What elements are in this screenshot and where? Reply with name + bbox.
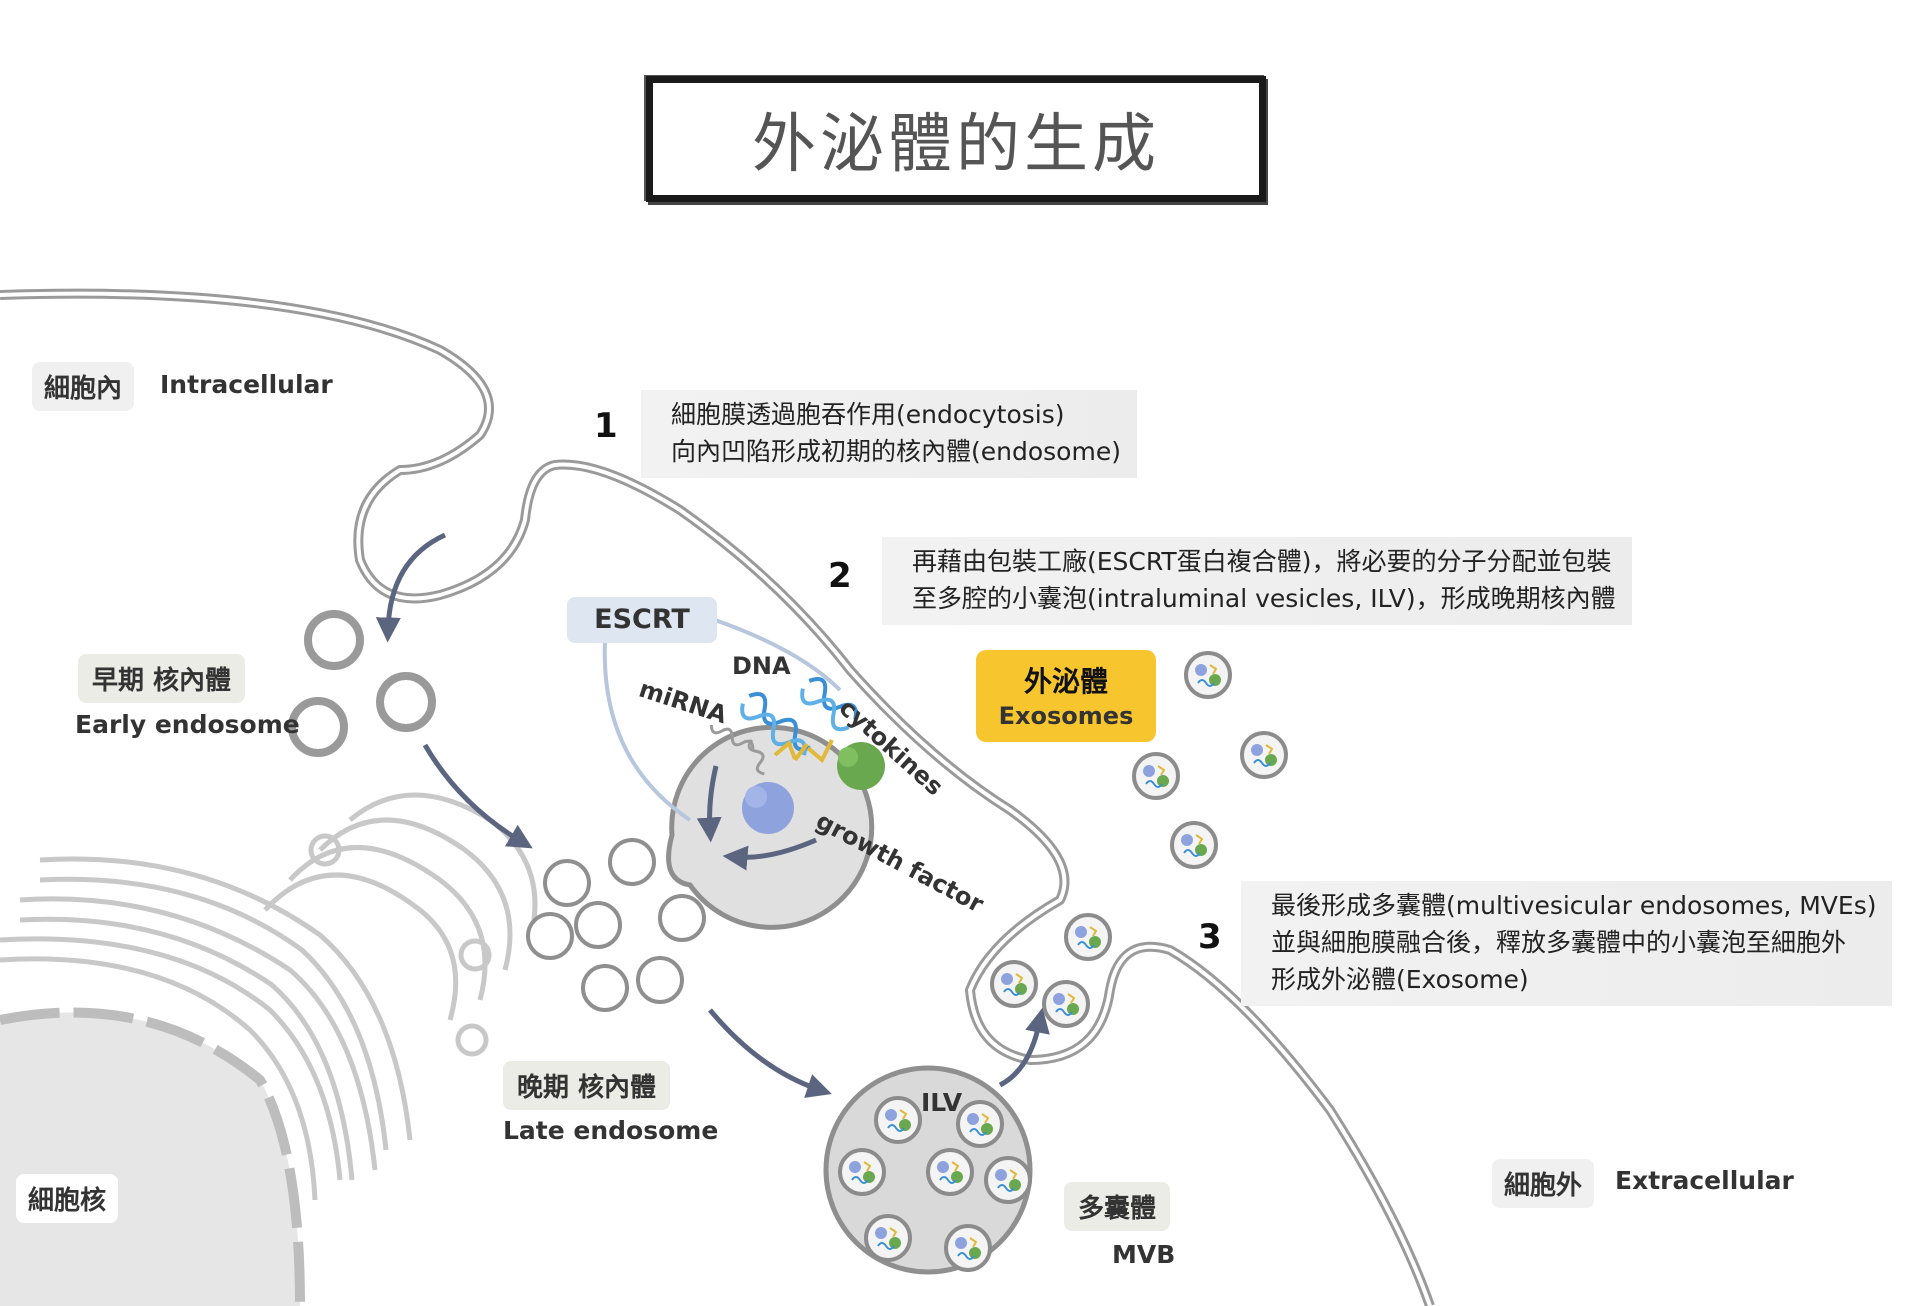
late-endosome xyxy=(528,727,872,1010)
late-endosome-zh-label: 晚期 核內體 xyxy=(503,1061,670,1110)
ilv-label: ILV xyxy=(921,1088,962,1117)
intracellular-en-label: Intracellular xyxy=(160,370,333,399)
step-3-line-1: 最後形成多囊體(multivesicular endosomes, MVEs) xyxy=(1271,887,1876,924)
step-2-line-1: 再藉由包裝工廠(ESCRT蛋白複合體)，將必要的分子分配並包裝 xyxy=(912,543,1616,580)
early-endosome-vesicles xyxy=(292,614,432,753)
step-3-line-2: 並與細胞膜融合後，釋放多囊體中的小囊泡至細胞外 xyxy=(1271,924,1876,961)
exosomes-zh-label: 外泌體 xyxy=(976,660,1156,700)
title-box: 外泌體的生成 xyxy=(646,76,1266,202)
step-2-description: 再藉由包裝工廠(ESCRT蛋白複合體)，將必要的分子分配並包裝 至多腔的小囊泡(… xyxy=(882,537,1632,625)
step-1-line-2: 向內凹陷形成初期的核內體(endosome) xyxy=(671,433,1121,470)
page-title: 外泌體的生成 xyxy=(752,93,1160,185)
early-endosome-en-label: Early endosome xyxy=(75,710,300,739)
step-3-number: 3 xyxy=(1198,917,1222,957)
step-3-line-3: 形成外泌體(Exosome) xyxy=(1271,961,1876,998)
extracellular-en-label: Extracellular xyxy=(1615,1166,1794,1195)
step-1-line-1: 細胞膜透過胞吞作用(endocytosis) xyxy=(671,396,1121,433)
dna-label: DNA xyxy=(732,652,791,680)
intracellular-zh-label: 細胞內 xyxy=(32,362,134,411)
exosomes-en-label: Exosomes xyxy=(976,702,1156,730)
step-2-number: 2 xyxy=(828,556,852,596)
nucleus xyxy=(0,1013,300,1306)
step-2-line-2: 至多腔的小囊泡(intraluminal vesicles, ILV)，形成晚期… xyxy=(912,580,1616,617)
mvb-en-label: MVB xyxy=(1112,1240,1175,1269)
early-endosome-zh-label: 早期 核內體 xyxy=(78,654,245,703)
late-endosome-en-label: Late endosome xyxy=(503,1116,718,1145)
step-1-number: 1 xyxy=(594,406,618,446)
escrt-label: ESCRT xyxy=(567,597,717,643)
nucleus-label: 細胞核 xyxy=(16,1174,118,1223)
mvb-zh-label: 多囊體 xyxy=(1064,1182,1170,1231)
exosomes-badge: 外泌體 Exosomes xyxy=(976,650,1156,742)
step-3-description: 最後形成多囊體(multivesicular endosomes, MVEs) … xyxy=(1241,881,1892,1006)
extracellular-zh-label: 細胞外 xyxy=(1492,1159,1594,1208)
step-1-description: 細胞膜透過胞吞作用(endocytosis) 向內凹陷形成初期的核內體(endo… xyxy=(641,390,1137,478)
